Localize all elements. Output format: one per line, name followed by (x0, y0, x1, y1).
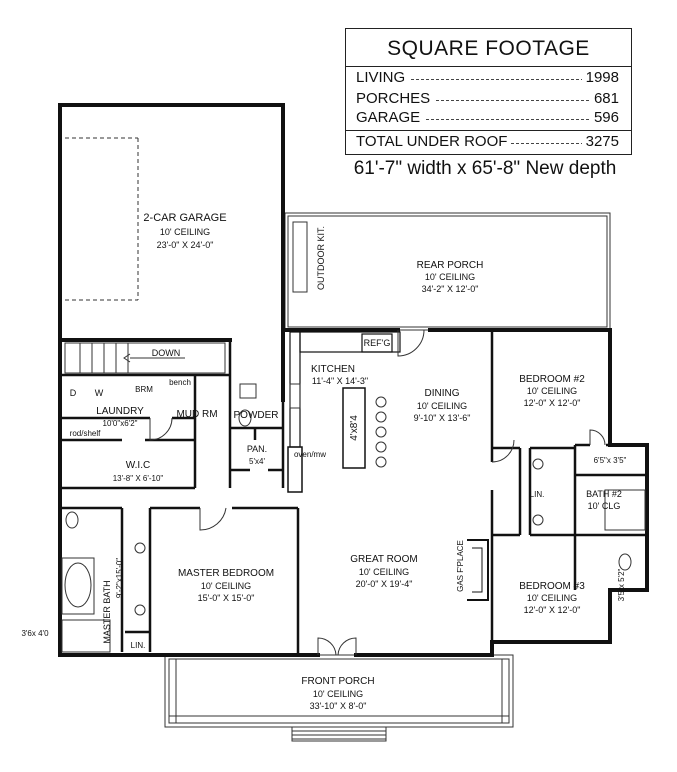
front-porch-ceiling: 10' CEILING (313, 689, 363, 699)
garage-size: 23'-0" X 24'-0" (157, 240, 214, 250)
laundry-size: 10'0"x6'2" (103, 419, 138, 428)
stairs-down-label: DOWN (152, 348, 181, 358)
overall-dimensions: 61'-7" width x 65'-8" New depth (353, 158, 617, 179)
master-bath-size: 9'-2"x15'-0" (115, 558, 124, 598)
bedroom2-ceiling: 10' CEILING (527, 386, 577, 396)
wic-name: W.I.C (126, 460, 150, 471)
front-porch-name: FRONT PORCH (301, 676, 374, 687)
sqft-label: PORCHES (356, 90, 435, 107)
square-footage-table: SQUARE FOOTAGE LIVING 1998 PORCHES 681 G… (345, 28, 632, 155)
bathtub (64, 562, 92, 608)
great-room-size: 20'-0" X 19'-4" (356, 579, 413, 589)
garage-walls (58, 103, 285, 402)
garage-name: 2-CAR GARAGE (143, 212, 226, 224)
bedroom2-size: 12'-0" X 12'-0" (524, 398, 581, 408)
shower (61, 619, 111, 653)
bedroom2-name: BEDROOM #2 (519, 374, 585, 385)
great-room-ceiling: 10' CEILING (359, 567, 409, 577)
stairs (64, 342, 226, 374)
front-porch-size: 33'-10" X 8'-0" (310, 701, 367, 711)
table-divider (346, 130, 631, 131)
broom-closet-label: BRM (135, 385, 153, 394)
dining-ceiling: 10' CEILING (417, 401, 467, 411)
island-label: 4'x8'4 (349, 415, 360, 441)
wic-size: 13'-8" X 6'-10" (113, 474, 164, 483)
mud-room-name: MUD RM (176, 409, 217, 420)
sqft-value: 681 (589, 90, 619, 107)
bedroom3-ceiling: 10' CEILING (527, 593, 577, 603)
master-bedroom-name: MASTER BEDROOM (178, 568, 274, 579)
pantry-name: PAN. (247, 444, 267, 454)
bath2-name: BATH #2 (586, 489, 622, 499)
sqft-label: LIVING (356, 69, 410, 86)
sqft-row-garage: GARAGE 596 (356, 109, 619, 129)
dining-name: DINING (425, 388, 460, 399)
sqft-row-porches: PORCHES 681 (356, 90, 619, 110)
rear-porch-size: 34'-2" X 12'-0" (422, 284, 479, 294)
square-footage-title: SQUARE FOOTAGE (387, 37, 590, 60)
garage-ceiling: 10' CEILING (160, 227, 210, 237)
kitchen-name: KITCHEN (311, 364, 355, 375)
sqft-value: 3275 (581, 133, 619, 150)
master-bedroom-ceiling: 10' CEILING (201, 581, 251, 591)
kitchen-island (342, 387, 366, 469)
rear-porch-ceiling: 10' CEILING (425, 272, 475, 282)
sqft-label: TOTAL UNDER ROOF (356, 133, 512, 150)
sqft-row-total: TOTAL UNDER ROOF 3275 (356, 133, 619, 153)
closet-65-label: 6'5"x 3'5" (594, 456, 627, 465)
fireplace-label: GAS F'PLACE (456, 540, 465, 592)
bath2-ceiling: 10' CLG (588, 501, 621, 511)
rod-shelf-label: rod/shelf (70, 429, 101, 438)
bedroom3-name: BEDROOM #3 (519, 581, 585, 592)
linen-master-label: LIN. (131, 641, 146, 650)
sqft-value: 596 (589, 109, 619, 126)
linen-hall-label: LIN. (530, 490, 545, 499)
sqft-row-living: LIVING 1998 (356, 69, 619, 89)
laundry-name: LAUNDRY (96, 406, 144, 417)
pantry-size: 5'x4' (249, 457, 265, 466)
powder-name: POWDER (234, 410, 279, 421)
master-bath-name: MASTER BATH (102, 580, 112, 643)
sqft-value: 1998 (581, 69, 619, 86)
great-room-name: GREAT ROOM (350, 554, 417, 565)
table-divider (346, 66, 631, 67)
master-bedroom-size: 15'-0" X 15'-0" (198, 593, 255, 603)
washer-label: W (95, 388, 104, 398)
shower-size-label: 3'6x 4'0 (21, 629, 49, 638)
bench-label: bench (169, 378, 191, 387)
kitchen-size: 11'-4" X 14'-3" (312, 376, 368, 386)
oven-label: oven/mw (294, 450, 326, 459)
closet-35-label: 3'5"x 5'2" (617, 568, 626, 601)
dining-size: 9'-10" X 13'-6" (414, 413, 471, 423)
outdoor-kitchen-label: OUTDOOR KIT. (316, 226, 326, 290)
refrigerator-label: REF'G (364, 338, 391, 348)
bedroom3-size: 12'-0" X 12'-0" (524, 605, 581, 615)
rear-porch-name: REAR PORCH (417, 260, 484, 271)
dryer-label: D (70, 388, 77, 398)
sqft-label: GARAGE (356, 109, 425, 126)
